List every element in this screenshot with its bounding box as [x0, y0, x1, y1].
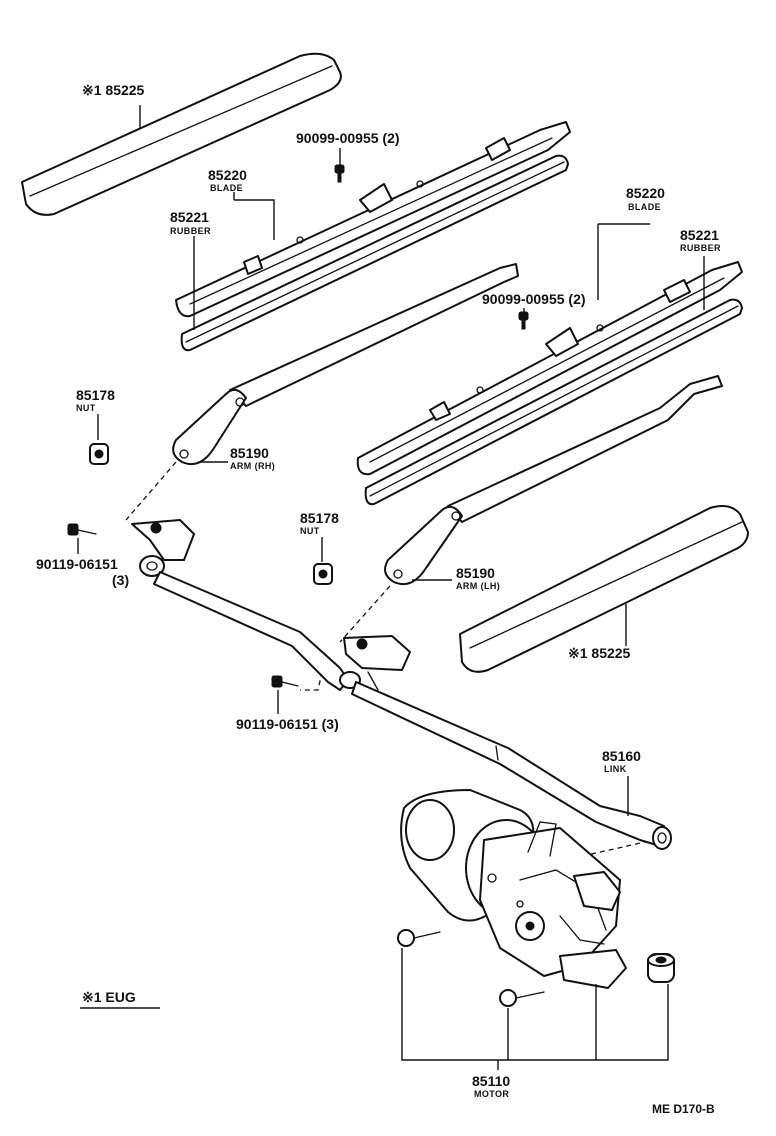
rubber-rh-part-number: 85221: [170, 209, 209, 225]
arm-rh-part-number: 85190: [230, 445, 269, 461]
cover-rh-part-number: ※1 85225: [82, 82, 145, 98]
motor-screw-1: [397, 929, 441, 947]
leader-blade-rh: [234, 199, 275, 240]
blade-cover-rh: [21, 52, 342, 216]
wiper-rubber-rh: [180, 154, 569, 352]
cover-lh-part-number: ※1 85225: [568, 645, 631, 661]
pivot-line-rh: [125, 461, 177, 521]
nut-lh-part-number: 85178: [300, 510, 339, 526]
motor-part-name: MOTOR: [474, 1089, 509, 1099]
motor-part-number: 85110: [472, 1073, 510, 1089]
nut-lh: [313, 563, 333, 585]
nut-rh: [89, 443, 109, 465]
rubber-rh-part-name: RUBBER: [170, 226, 211, 236]
link-to-motor-line: [555, 839, 655, 863]
bolt-rh-quantity: (3): [112, 572, 129, 588]
wiper-motor: [400, 789, 627, 989]
wiper-blade-rh: [175, 121, 571, 318]
blade-rh-part-number: 85220: [208, 167, 247, 183]
wiper-arm-lh: [384, 375, 723, 586]
leader-motor: [401, 948, 669, 1061]
blade-rh-part-name: BLADE: [210, 183, 243, 193]
nut-lh-part-name: NUT: [300, 526, 320, 536]
link-part-name: LINK: [604, 764, 627, 774]
arm-lh-part-name: ARM (LH): [456, 581, 500, 591]
nut-rh-part-number: 85178: [76, 387, 115, 403]
bolt-rh: [67, 523, 97, 536]
wiper-arm-rh: [172, 263, 519, 466]
bolt-rh-part-number: 90119-06151: [36, 556, 118, 572]
screw-lh: [518, 311, 529, 330]
link-part-number: 85160: [602, 748, 641, 764]
rubber-lh-part-name: RUBBER: [680, 243, 721, 253]
wiper-blade-lh: [356, 261, 743, 476]
bolt-lh: [271, 675, 299, 688]
bolt-lh-part-number: 90119-06151 (3): [236, 716, 339, 732]
arm-lh-part-number: 85190: [456, 565, 495, 581]
drawing-code: ME D170-B: [652, 1102, 715, 1116]
motor-screw-2: [499, 989, 545, 1007]
footnote-eug: ※1 EUG: [82, 989, 136, 1005]
blade-lh-part-number: 85220: [626, 185, 665, 201]
screw-rh-part-number: 90099-00955 (2): [296, 130, 400, 146]
wiper-rubber-lh: [364, 298, 743, 506]
screw-rh: [334, 164, 345, 183]
blade-cover-lh: [459, 505, 749, 673]
nut-rh-part-name: NUT: [76, 403, 96, 413]
rubber-lh-part-number: 85221: [680, 227, 719, 243]
wiper-link: [131, 519, 672, 850]
pivot-line-lh: [339, 585, 391, 643]
motor-grommet: [647, 953, 675, 983]
arm-rh-part-name: ARM (RH): [230, 461, 275, 471]
screw-lh-part-number: 90099-00955 (2): [482, 291, 586, 307]
blade-lh-part-name: BLADE: [628, 202, 661, 212]
